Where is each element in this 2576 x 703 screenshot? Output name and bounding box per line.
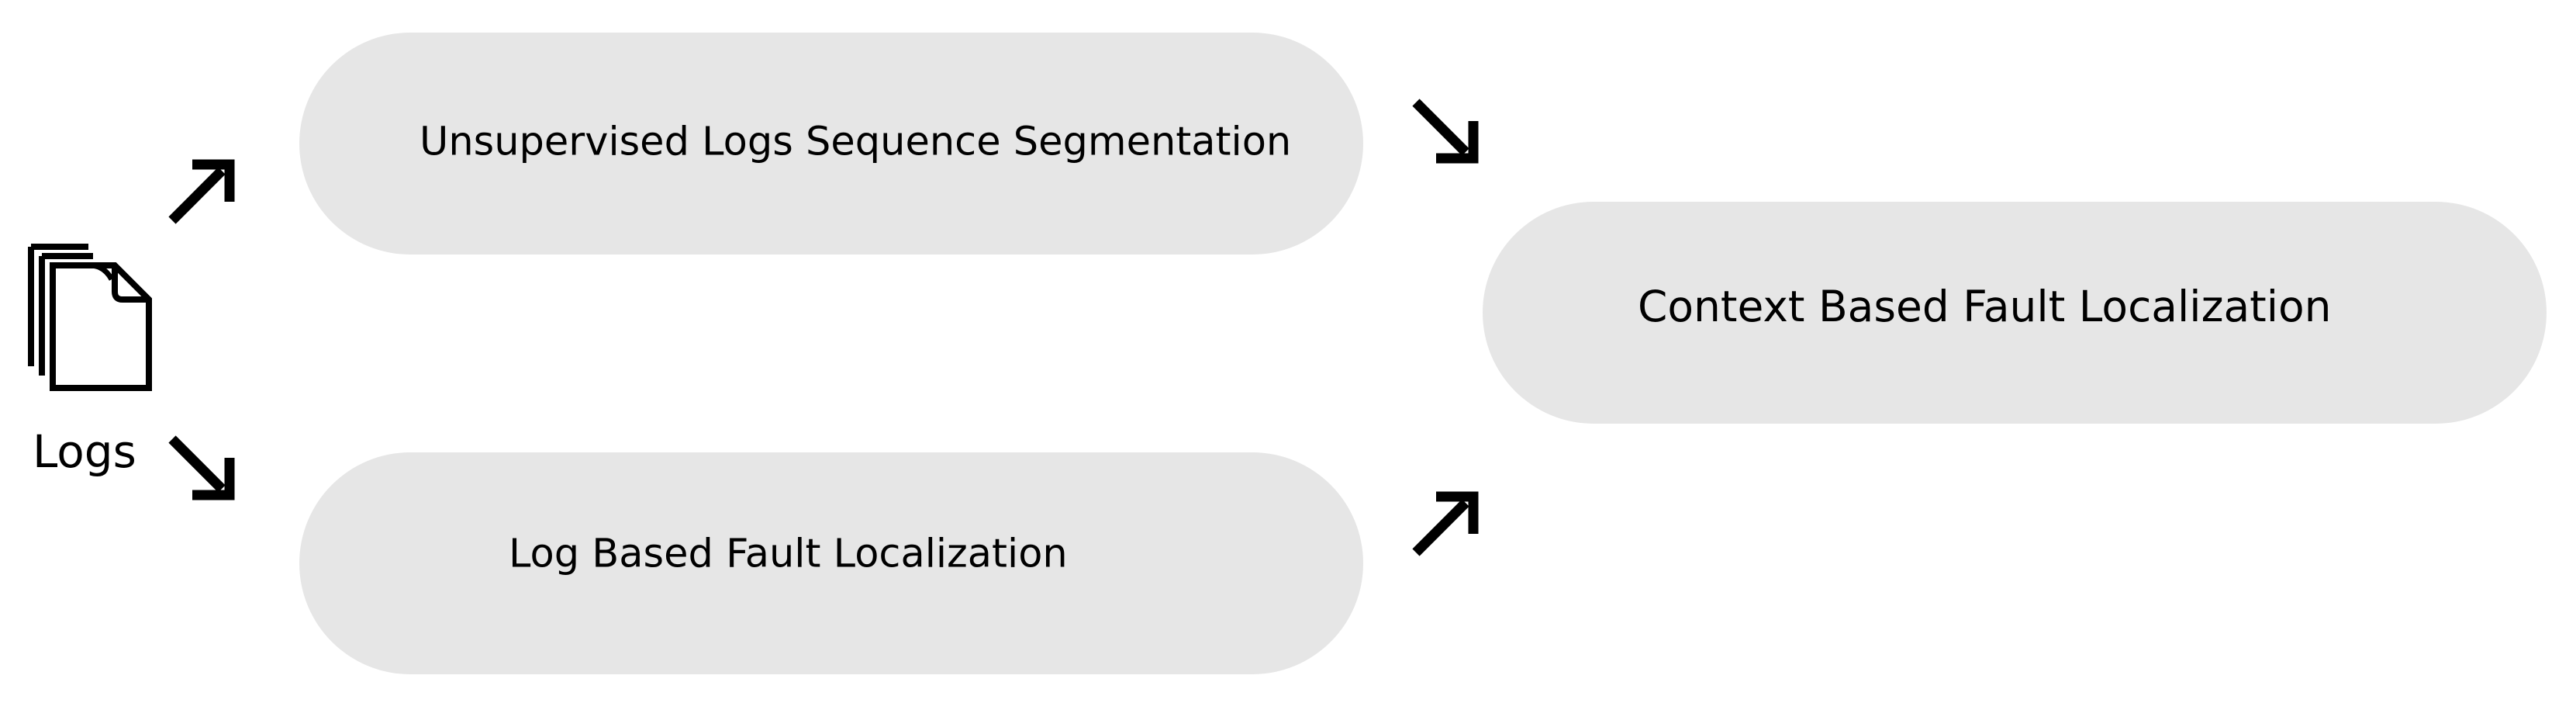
document-stack-icon <box>28 244 152 391</box>
node-label: Log Based Fault Localization <box>509 531 1068 577</box>
logs-label: Logs <box>33 425 136 478</box>
arrow-up-right-icon <box>1412 491 1479 556</box>
node-context-based-fault-localization: Context Based Fault Localization <box>1483 202 2547 424</box>
arrow-down-right-icon <box>1412 99 1479 164</box>
node-unsupervised-logs-sequence-segmentation: Unsupervised Logs Sequence Segmentation <box>299 33 1363 255</box>
node-log-based-fault-localization: Log Based Fault Localization <box>299 452 1363 674</box>
arrow-down-right-icon <box>168 435 235 500</box>
node-label: Unsupervised Logs Sequence Segmentation <box>420 119 1292 165</box>
node-label: Context Based Fault Localization <box>1638 282 2332 331</box>
arrow-up-right-icon <box>168 159 235 224</box>
